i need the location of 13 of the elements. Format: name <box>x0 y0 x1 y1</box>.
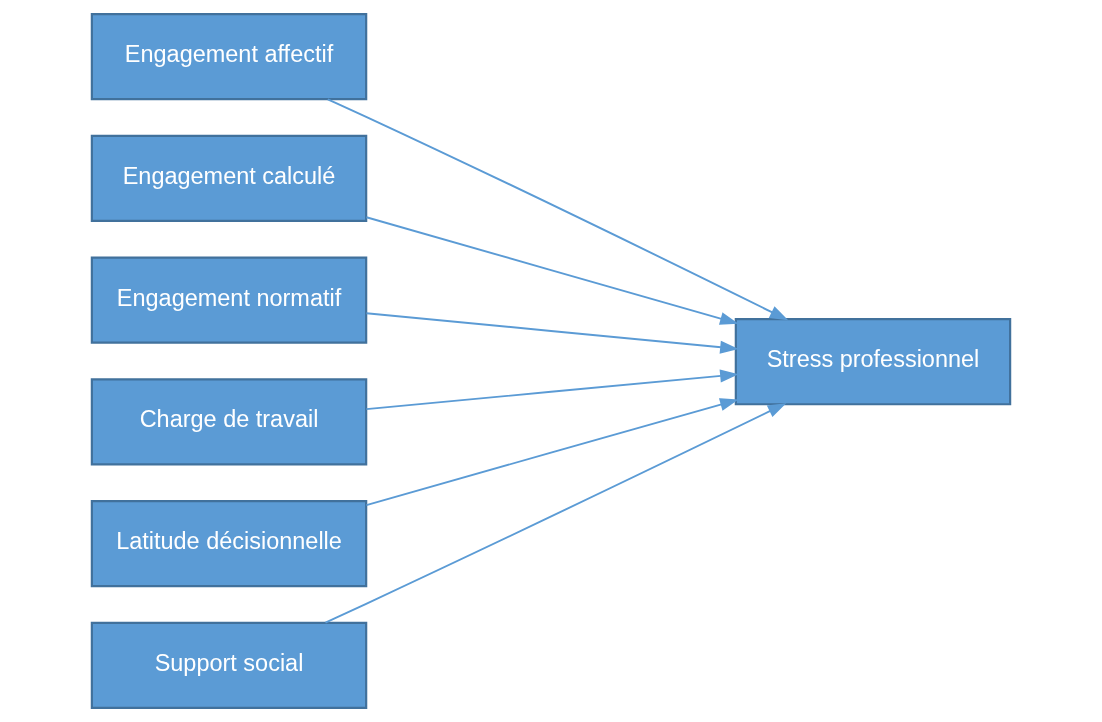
node-box: Engagement affectif <box>90 13 368 101</box>
node-box: Support social <box>90 621 368 709</box>
arrow <box>365 369 739 411</box>
node-box: Engagement normatif <box>90 256 368 344</box>
arrow <box>365 312 739 354</box>
node-box: Charge de travail <box>90 378 368 466</box>
node-box: Latitude décisionnelle <box>90 500 368 588</box>
arrow <box>326 98 789 321</box>
arrow <box>365 216 739 325</box>
node-box: Engagement calculé <box>90 134 368 222</box>
node-box: Stress professionnel <box>734 318 1012 406</box>
arrow <box>365 398 739 506</box>
arrow <box>324 403 787 624</box>
